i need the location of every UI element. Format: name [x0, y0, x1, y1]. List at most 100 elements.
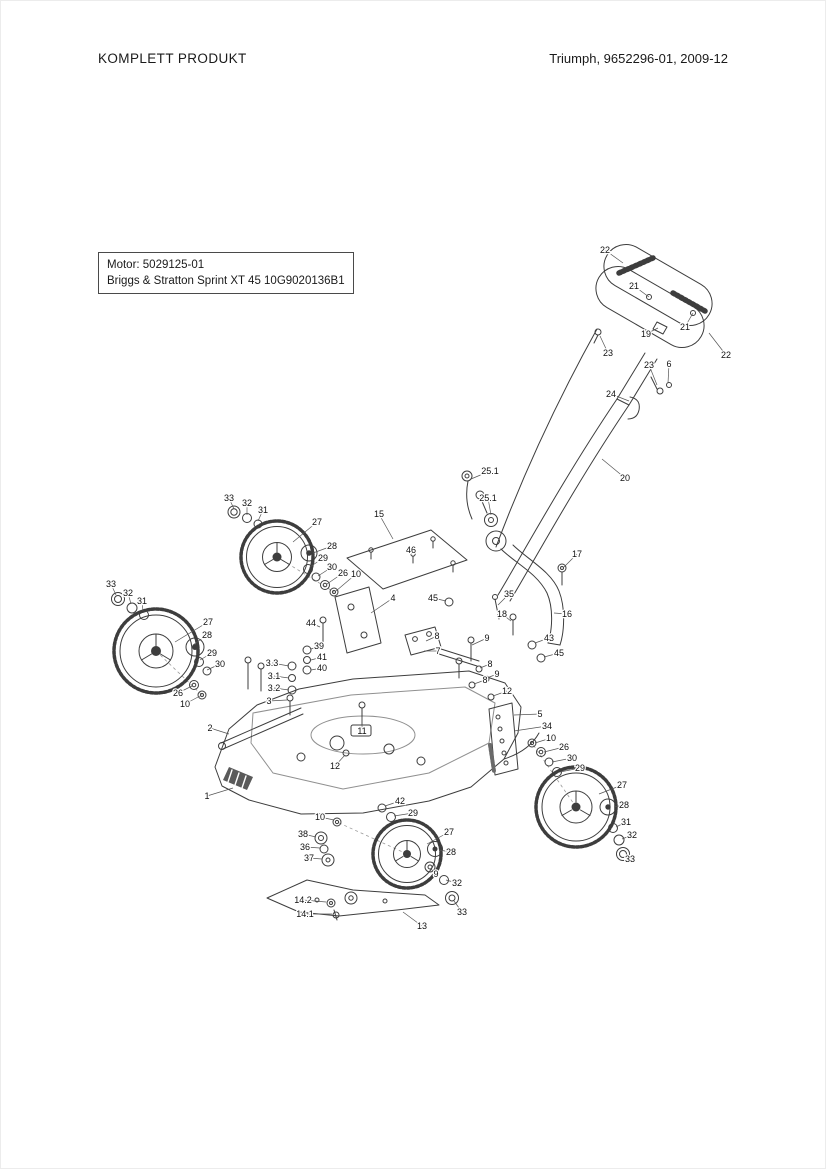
part-callout: 19 — [641, 329, 651, 339]
part-callout: 23 — [644, 360, 654, 370]
part-callout: 25.1 — [481, 466, 499, 476]
cap-ring-set-rear-right — [608, 823, 630, 861]
part-callout: 9 — [484, 633, 489, 643]
callout-leader-line — [615, 821, 627, 828]
blade-adapter-hardware — [424, 861, 459, 905]
callout-leader-line — [292, 521, 318, 543]
part-callout: 13 — [417, 921, 427, 931]
part-callout: 45 — [554, 648, 564, 658]
part-callout: 32 — [452, 878, 462, 888]
callout-leader-line — [319, 816, 335, 821]
part-callout: 14.1 — [296, 909, 314, 919]
callout-leader-line — [257, 509, 264, 522]
callout-leader-line — [141, 600, 144, 612]
part-callout: 17 — [572, 549, 582, 559]
part-callout: 32 — [242, 498, 252, 508]
callout-leader-line — [645, 327, 659, 335]
part-callout: 45 — [428, 593, 438, 603]
callout-leader-line — [667, 363, 670, 384]
part-callout: 34 — [542, 721, 552, 731]
part-callout: 1 — [204, 791, 209, 801]
callout-leader-line — [174, 621, 209, 643]
part-callout: 15 — [374, 509, 384, 519]
part-callout: 33 — [106, 579, 116, 589]
callout-leader-line — [326, 572, 344, 585]
part-callout: 26 — [173, 688, 183, 698]
callout-leader-line — [273, 687, 290, 691]
hardware-38-36-37 — [314, 831, 335, 867]
callout-leader-line — [648, 364, 658, 386]
part-callout: 29 — [318, 553, 328, 563]
callout-leader-line — [553, 612, 568, 615]
part-callout: 6 — [666, 359, 671, 369]
part-callout: 43 — [544, 633, 554, 643]
callout-leader-line — [543, 746, 565, 753]
part-callout: 20 — [620, 473, 630, 483]
rear-bracket — [444, 544, 567, 663]
assembly-axis-guides — [155, 556, 577, 855]
callout-leader-line — [599, 335, 609, 354]
callout-leader-line — [192, 634, 208, 646]
motor-model: Briggs & Stratton Sprint XT 45 10G902013… — [107, 275, 345, 288]
callout-leader-line — [487, 497, 492, 516]
wheel-far-left — [112, 607, 200, 695]
callout-leader-line — [127, 592, 132, 605]
side-plate — [488, 702, 519, 776]
callout-leader-line — [410, 549, 414, 555]
callout-leader-line — [621, 834, 633, 840]
part-callout: 36 — [300, 842, 310, 852]
callout-leader-line — [445, 879, 458, 884]
part-callout: 32 — [627, 830, 637, 840]
callout-leader-line — [370, 597, 394, 614]
hubcap-rear-center — [427, 841, 443, 857]
callout-leader-line — [378, 513, 394, 540]
callout-leader-line — [470, 470, 491, 480]
part-callout: 3 — [266, 696, 271, 706]
callout-leader-line — [304, 846, 321, 849]
hubcap-rear-right — [599, 798, 617, 816]
part-callout: 14.2 — [294, 895, 312, 905]
callout-leader-line — [184, 695, 201, 705]
callout-leader-line — [563, 553, 578, 568]
callout-leader-line — [317, 566, 333, 577]
part-callout: 4 — [390, 593, 395, 603]
callout-leader-line — [598, 784, 623, 795]
callout-leader-line — [501, 613, 512, 622]
part-callout: 28 — [202, 630, 212, 640]
callout-leader-line — [310, 622, 321, 628]
hubcap-far-left — [185, 637, 205, 657]
part-callout: 27 — [444, 827, 454, 837]
part-callout: 3.1 — [268, 671, 281, 681]
part-callout: 24 — [606, 389, 616, 399]
part-callout: 12 — [502, 686, 512, 696]
callout-leader-line — [384, 800, 401, 807]
part-callout: 9 — [494, 669, 499, 679]
handle-hardware — [495, 294, 696, 548]
washer-stack-upper-left — [303, 564, 339, 597]
part-callout: 10 — [351, 569, 361, 579]
callout-leader-line — [453, 900, 463, 913]
part-callout: 25.1 — [479, 493, 497, 503]
callout-leader-line — [684, 312, 694, 328]
part-callout: 21 — [629, 281, 639, 291]
part-callout: 32 — [123, 588, 133, 598]
callout-leader-line — [551, 757, 573, 763]
callout-leader-line — [486, 673, 498, 679]
part-callout: 42 — [395, 796, 405, 806]
part-callout: 28 — [446, 847, 456, 857]
part-callout: 8 — [487, 659, 492, 669]
cap-ring-set-upper-left — [227, 505, 263, 529]
part-callout: 33 — [625, 854, 635, 864]
callout-leader-line — [402, 911, 423, 927]
callout-leader-line — [177, 685, 193, 694]
callout-leader-line — [199, 652, 213, 661]
part-callout: 10 — [546, 733, 556, 743]
part-callout: 12 — [330, 761, 340, 771]
part-callout: 31 — [621, 817, 631, 827]
cap-ring-set-far-left — [111, 592, 149, 620]
callout-leader-line — [432, 597, 447, 602]
callout-leader-line — [310, 645, 320, 650]
callout-leader-line — [273, 675, 290, 679]
part-callout: 2 — [207, 723, 212, 733]
